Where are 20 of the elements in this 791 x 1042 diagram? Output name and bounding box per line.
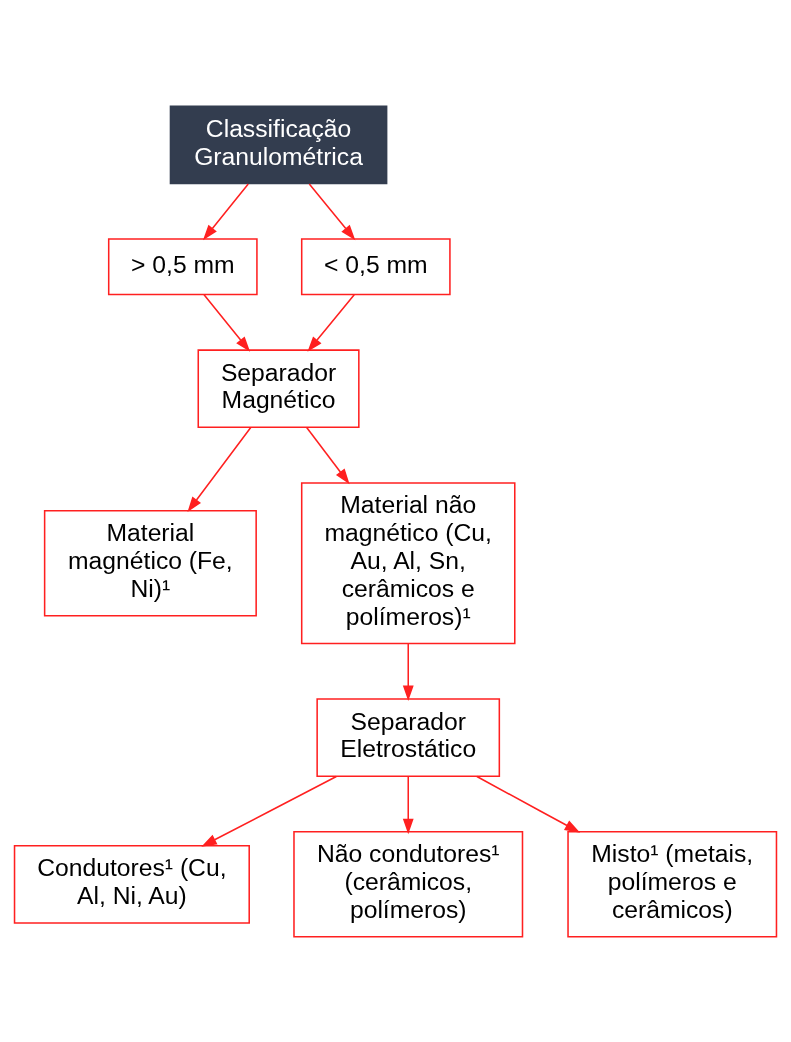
node-box: Separador Eletrostático [316,697,501,777]
arrow [305,426,350,484]
node-box: > 0,5 mm [107,237,258,295]
arrow [307,293,355,352]
arrow [203,293,251,352]
arrow [187,426,252,512]
arrow [402,642,414,701]
node-box: Separador Magnético [197,348,360,428]
arrow [201,775,338,847]
node-box: Material não magnético (Cu, Au, Al, Sn, cerâmicos e polímeros)¹ [300,481,516,644]
node-box: Classificação Granulométrica [169,104,388,184]
arrow [202,182,249,240]
node-box: Não condutores¹ (cerâmicos, polímeros) [293,830,524,938]
node-box: Material magnético (Fe, Ni)¹ [43,509,257,616]
node-box: Misto¹ (metais, polímeros e cerâmicos) [567,830,778,938]
node-box: Condutores¹ (Cu, Al, Ni, Au) [13,844,250,924]
arrow [402,775,414,834]
node-box: < 0,5 mm [300,237,451,295]
arrow [308,182,356,240]
arrow [476,775,581,833]
